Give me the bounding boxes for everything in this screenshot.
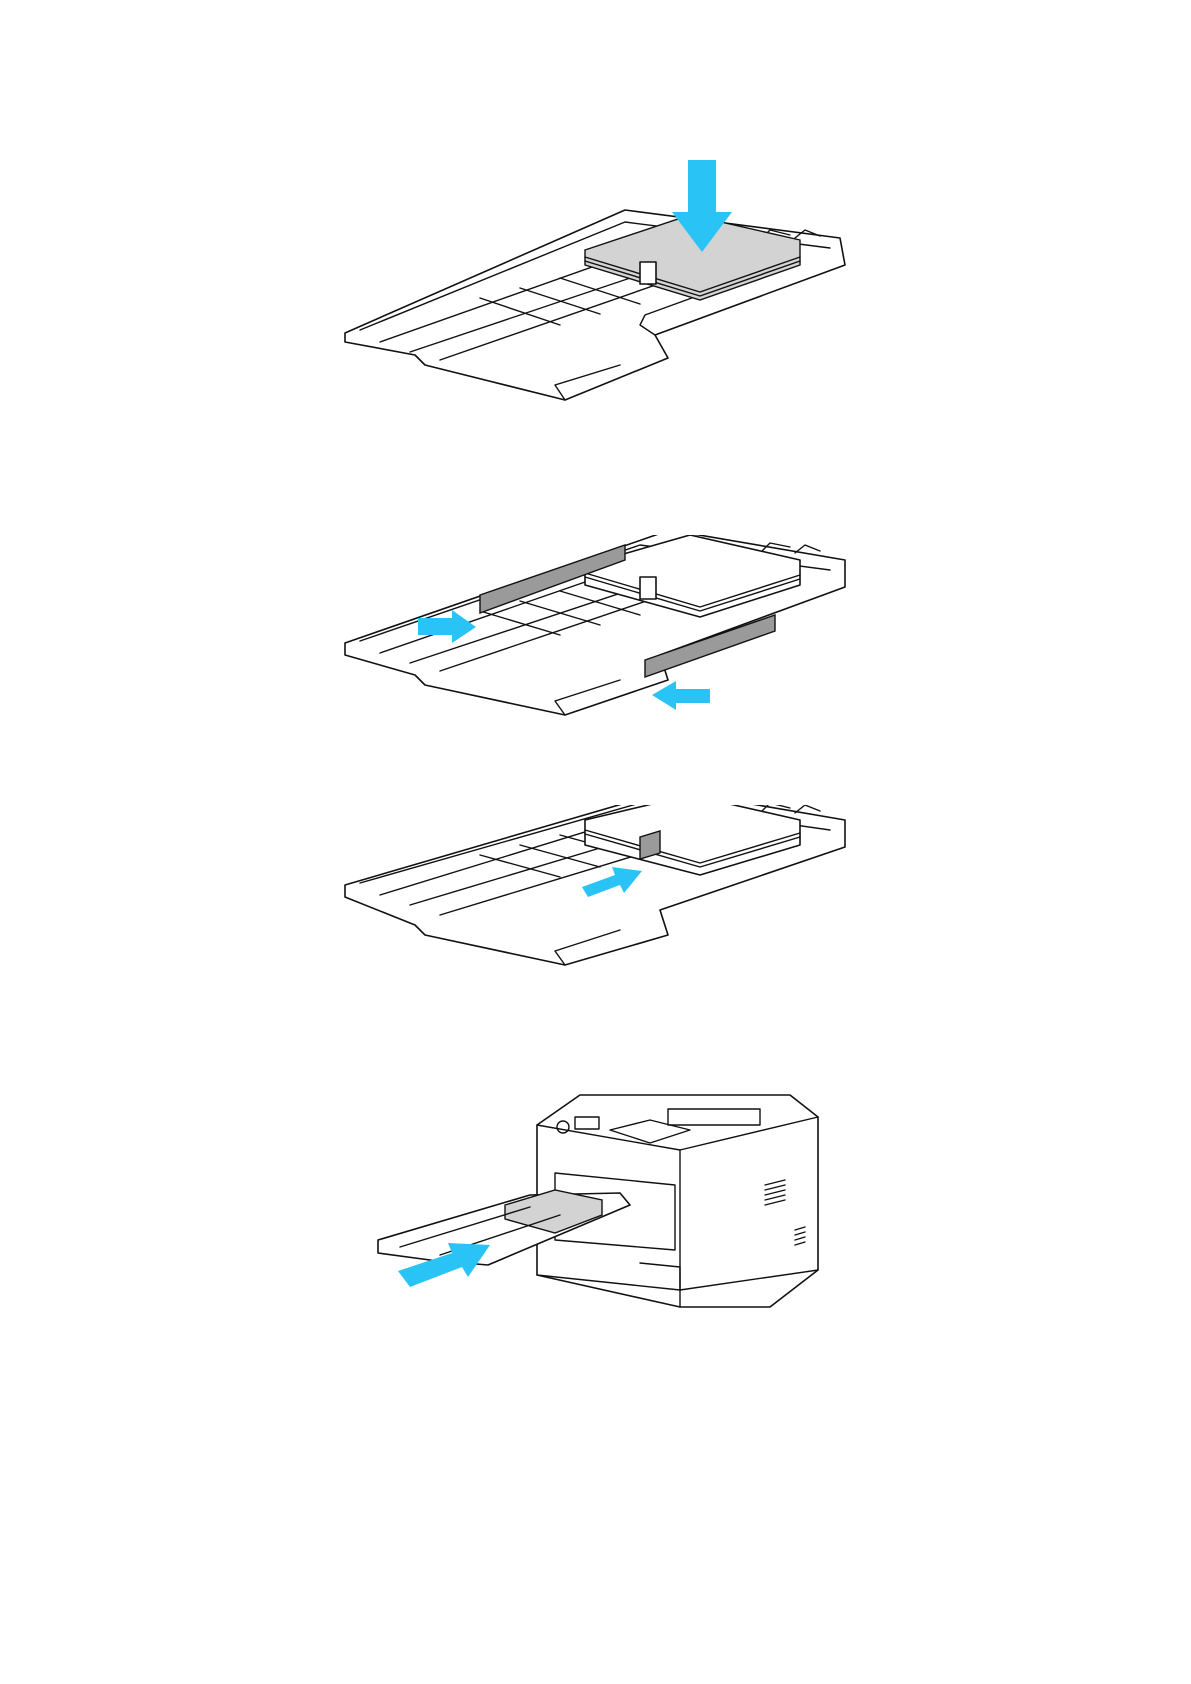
figure-insert-tray-into-printer xyxy=(0,1075,1191,1375)
figure-adjust-width-guides xyxy=(0,535,1191,785)
left-arrow-icon xyxy=(652,681,710,710)
length-guide xyxy=(640,577,656,599)
figure-load-paper-stack xyxy=(0,120,1191,440)
figure-adjust-length-guide xyxy=(0,805,1191,1060)
length-guide xyxy=(640,262,656,284)
